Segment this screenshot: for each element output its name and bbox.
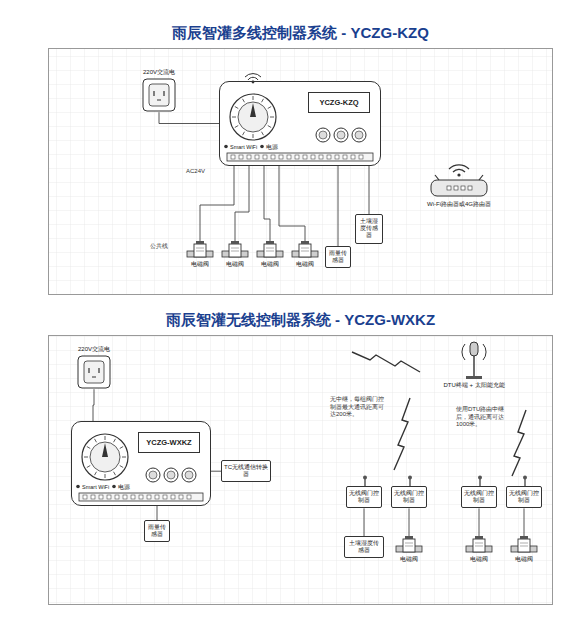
box-label: 无线阀门控制器	[509, 490, 539, 504]
solenoid-valve: 电磁阀	[256, 241, 284, 268]
box-label: 雨量传感器	[328, 250, 348, 264]
panel-title: 雨辰智灌多线控制器系统 - YCZG-KZQ	[49, 24, 552, 42]
panel-title: 雨辰智灌无线控制器系统 - YCZG-WXKZ	[49, 311, 552, 329]
rain-sensor: 雨量传感器	[144, 520, 170, 542]
grid-ground	[48, 335, 553, 605]
wire	[235, 166, 249, 241]
model-screen: YCZG-KZQ	[308, 92, 370, 113]
wire	[159, 112, 219, 123]
rain-sensor: 雨量传感器	[325, 246, 351, 268]
antenna-icon	[475, 475, 485, 486]
radio-bolt	[394, 398, 410, 470]
box-label: 雨量传感器	[147, 524, 167, 538]
voltage-label: AC24V	[186, 168, 216, 176]
part-label: Wi-Fi路由器或4G路由器	[417, 201, 501, 208]
wire	[409, 508, 410, 536]
solenoid-valve: 电磁阀	[510, 536, 538, 563]
box-label: 土壤湿度传感器	[358, 218, 380, 240]
power-socket: 220V交流电	[134, 69, 184, 112]
wire	[364, 508, 365, 536]
valve-icon	[291, 241, 319, 259]
range-note: 无中继，每组阀门控制器最大通讯距离可达200米。	[330, 396, 388, 419]
indicator-label: Smart WiFi	[230, 144, 257, 151]
part-label: 电磁阀	[510, 556, 538, 563]
part-label: DTU终端 + 太阳能充能	[429, 382, 519, 389]
wireless-valve-controller: 无线阀门控制器	[506, 486, 542, 508]
antenna-icon	[405, 475, 415, 486]
wireless-valve-controller: 无线阀门控制器	[461, 486, 497, 508]
box-label: 无线阀门控制器	[464, 490, 494, 504]
valve-icon	[465, 536, 493, 554]
valve-icon	[256, 241, 284, 259]
grid-ground	[48, 48, 553, 295]
part-label: 220V交流电	[69, 346, 119, 353]
solenoid-valve: 电磁阀	[291, 241, 319, 268]
soil-sensor: 土壤湿度传感器	[344, 536, 384, 558]
wire-label: 公共线	[150, 243, 174, 251]
box-label: 无线阀门控制器	[394, 490, 424, 504]
system-panel: 雨辰智灌无线控制器系统 - YCZG-WXKZ220V交流电YCZG-WXKZS…	[48, 335, 553, 605]
wire	[279, 166, 305, 241]
wire	[479, 508, 480, 536]
radio-bolt	[352, 352, 420, 372]
wire	[369, 166, 370, 214]
valve-icon	[510, 536, 538, 554]
wireless-valve-controller: 无线阀门控制器	[346, 486, 382, 508]
wire	[211, 471, 221, 472]
dtu-terminal: DTU终端 + 太阳能充能	[429, 340, 519, 389]
part-label: 电磁阀	[395, 556, 423, 563]
solenoid-valve: 电磁阀	[395, 536, 423, 563]
part-label: 电磁阀	[186, 261, 214, 268]
power-socket: 220V交流电	[69, 346, 119, 389]
model-screen: YCZG-WXKZ	[138, 432, 200, 453]
part-label: 电磁阀	[256, 261, 284, 268]
box-label: TC无线通信转换器	[224, 464, 268, 478]
router-icon	[417, 159, 501, 199]
controller-unit: YCZG-WXKZ Smart WiFi 电源	[71, 421, 211, 506]
wire	[264, 166, 270, 241]
antenna-icon	[360, 475, 370, 486]
wire	[93, 389, 94, 421]
wire	[524, 508, 525, 536]
indicator-label: 电源	[266, 144, 278, 151]
router: Wi-Fi路由器或4G路由器	[417, 159, 501, 208]
valve-icon	[221, 241, 249, 259]
system-panel: 雨辰智灌多线控制器系统 - YCZG-KZQ220V交流电YCZG-KZQSma…	[48, 48, 553, 295]
radio-bolt	[512, 410, 526, 476]
part-label: 电磁阀	[291, 261, 319, 268]
box-label: 土壤湿度传感器	[347, 540, 381, 554]
wireless-valve-controller: 无线阀门控制器	[391, 486, 427, 508]
solenoid-valve: 电磁阀	[221, 241, 249, 268]
solenoid-valve: 电磁阀	[465, 536, 493, 563]
valve-icon	[186, 241, 214, 259]
socket-icon	[134, 78, 184, 112]
dtu-icon	[429, 340, 519, 380]
indicator-label: 电源	[118, 484, 130, 491]
controller-unit: YCZG-KZQ Smart WiFi 电源	[219, 81, 381, 166]
wireless-converter: TC无线通信转换器	[221, 460, 271, 482]
indicator-label: Smart WiFi	[82, 484, 109, 491]
part-label: 电磁阀	[465, 556, 493, 563]
wire	[200, 166, 234, 241]
box-label: 无线阀门控制器	[349, 490, 379, 504]
part-label: 220V交流电	[134, 69, 184, 76]
wire	[157, 506, 158, 520]
socket-icon	[69, 355, 119, 389]
soil-sensor: 土壤湿度传感器	[355, 214, 383, 244]
antenna-icon	[520, 475, 530, 486]
wire	[338, 166, 339, 246]
solenoid-valve: 电磁阀	[186, 241, 214, 268]
valve-icon	[395, 536, 423, 554]
range-note: 使用DTU路由中继后，通讯距离可达1000米。	[456, 406, 508, 429]
part-label: 电磁阀	[221, 261, 249, 268]
